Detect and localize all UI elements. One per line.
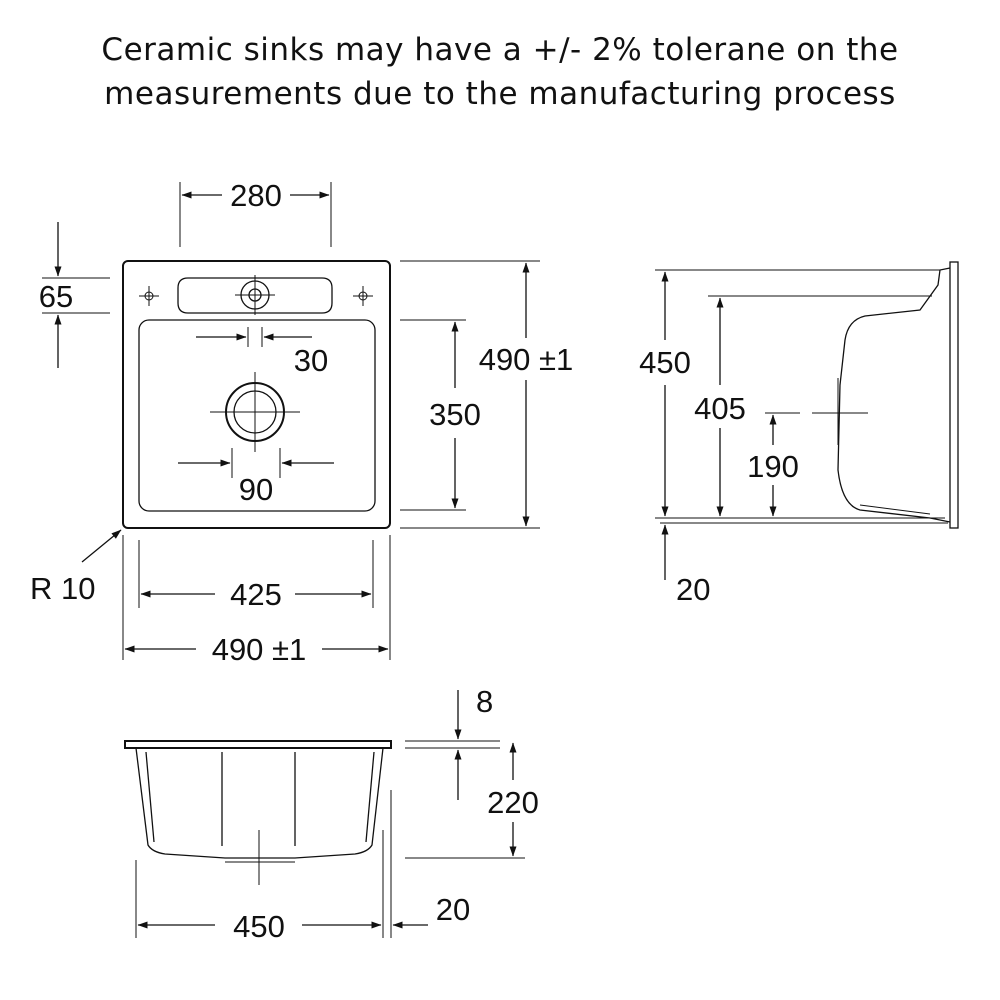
drain-hole-icon — [210, 372, 300, 452]
dim-90-label: 90 — [239, 472, 273, 507]
plan-view: 280 65 30 90 350 490 ±1 R 10 — [30, 178, 573, 667]
mounting-point-right-icon — [353, 286, 373, 306]
side-dim-20-label: 20 — [676, 572, 710, 607]
side-body — [837, 267, 951, 523]
mounting-point-left-icon — [139, 286, 159, 306]
radius-label: R 10 — [30, 571, 95, 606]
dim-425-label: 425 — [230, 577, 282, 612]
bowl-outline — [138, 319, 376, 512]
dim-490-width-label: 490 ±1 — [212, 632, 307, 667]
tolerance-note-line-2: measurements due to the manufacturing pr… — [104, 76, 896, 112]
side-dim-405-label: 405 — [694, 391, 746, 426]
dim-65-label: 65 — [39, 279, 73, 314]
front-dim-20-label: 20 — [436, 892, 470, 927]
sink-outline — [122, 260, 391, 529]
dim-280-label: 280 — [230, 178, 282, 213]
side-view: 450 405 190 20 — [639, 261, 959, 607]
front-rim — [124, 740, 392, 749]
dim-490-height-label: 490 ±1 — [479, 342, 574, 377]
front-body — [135, 747, 384, 859]
tap-hole-icon — [235, 275, 275, 315]
front-dim-220-label: 220 — [487, 785, 539, 820]
side-dim-450-label: 450 — [639, 345, 691, 380]
tolerance-note: Ceramic sinks may have a +/- 2% tolerane… — [0, 28, 1000, 116]
tolerance-note-line-1: Ceramic sinks may have a +/- 2% tolerane… — [101, 32, 899, 68]
dim-350-label: 350 — [429, 397, 481, 432]
side-dim-190-label: 190 — [747, 449, 799, 484]
front-view: 8 220 450 20 — [124, 684, 539, 944]
tap-ledge — [177, 277, 333, 314]
front-dim-450-label: 450 — [233, 909, 285, 944]
side-flange — [949, 261, 959, 529]
front-dim-8-label: 8 — [476, 684, 493, 719]
dim-30-label: 30 — [294, 343, 328, 378]
